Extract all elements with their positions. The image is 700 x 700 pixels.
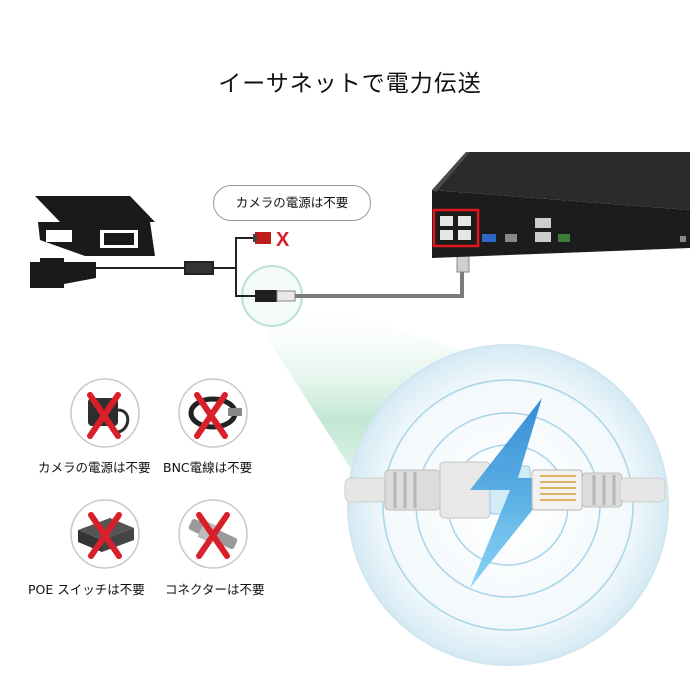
- power-not-needed-callout: カメラの電源は不要: [213, 185, 371, 221]
- poe-ports: [440, 216, 471, 240]
- poe-ports-highlight: [432, 208, 480, 248]
- poe-switch-item: [70, 499, 140, 569]
- bnc-cable-item: [178, 378, 248, 448]
- nvr-rear-ports: [482, 218, 570, 242]
- nvr-recorder-icon: [432, 152, 690, 258]
- lightning-bolt-icon: [470, 398, 558, 588]
- item-label-bnc-cable: BNC電線は不要: [163, 460, 253, 475]
- magnified-view: [344, 344, 669, 666]
- camera-cable: [96, 237, 255, 297]
- security-camera-icon: [30, 196, 155, 288]
- item-label-power-adapter: カメラの電源は不要: [38, 460, 151, 475]
- item-label-poe-switch: POE スイッチは不要: [28, 582, 145, 597]
- ethernet-cable: [295, 272, 464, 298]
- item-label-connector: コネクターは不要: [165, 582, 265, 597]
- dc-cross-mark: X: [276, 229, 290, 251]
- rj45-plug-icon: [255, 290, 296, 302]
- bnc-connector-item: [178, 499, 248, 569]
- page-title: イーサネットで電力伝送: [218, 71, 482, 97]
- power-adapter-item: [70, 378, 140, 448]
- dc-power-plug-icon: [253, 232, 271, 244]
